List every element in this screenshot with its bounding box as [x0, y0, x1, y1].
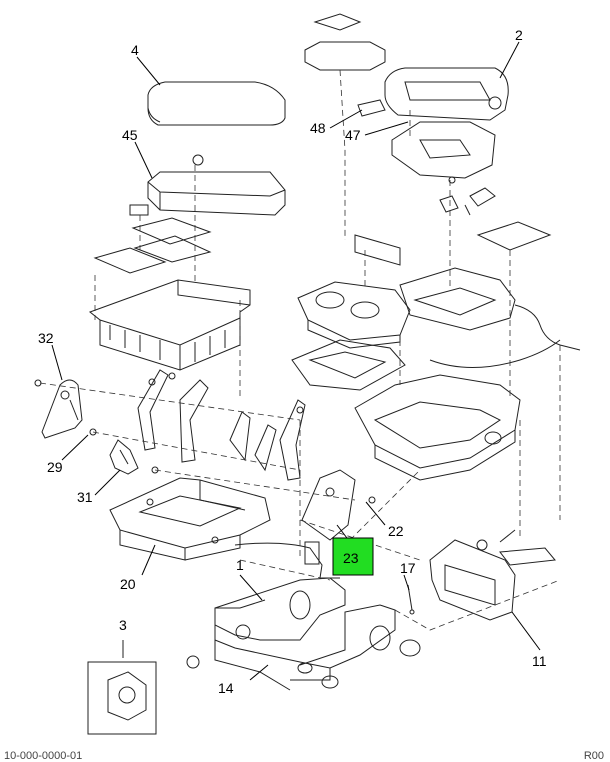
callout-labels: 4 2 45 48 47 32 29 31 22 23 20 1 17 3 14… — [38, 27, 547, 696]
connectors — [354, 187, 552, 266]
console-base-tub — [354, 374, 521, 481]
part-48-switch — [357, 99, 386, 117]
callout-22[interactable]: 22 — [388, 523, 404, 539]
callout-1[interactable]: 1 — [236, 557, 244, 573]
part-1-lower-housing — [214, 577, 346, 641]
storage-bin — [88, 279, 251, 371]
callout-3[interactable]: 3 — [119, 617, 127, 633]
callout-48[interactable]: 48 — [310, 120, 326, 136]
part-45-armrest-base — [129, 154, 286, 216]
callout-47[interactable]: 47 — [345, 127, 361, 143]
part-2-console-top — [304, 13, 509, 121]
part-11-side-panel — [429, 529, 556, 621]
part-4-armrest-pad — [147, 81, 286, 126]
callout-11[interactable]: 11 — [532, 653, 547, 669]
callout-14[interactable]: 14 — [218, 680, 234, 696]
part-32-side-bracket — [34, 379, 97, 439]
highlight-box-23[interactable] — [332, 537, 374, 576]
foam-pads — [93, 217, 212, 274]
callout-31[interactable]: 31 — [77, 489, 93, 505]
callout-32[interactable]: 32 — [38, 330, 54, 346]
callout-20[interactable]: 20 — [120, 576, 136, 592]
leader-lines — [51, 41, 541, 681]
part-14-lower-trim — [186, 604, 421, 691]
part-23-latch — [234, 541, 340, 579]
tray-plate — [291, 339, 406, 391]
hinge-arms — [137, 369, 306, 481]
part-20-base-frame — [109, 466, 271, 561]
callout-23[interactable]: 23 — [343, 550, 359, 566]
mounting-plate — [391, 121, 496, 184]
part-3-nut-detail — [87, 640, 157, 735]
cupholder-tray — [297, 281, 411, 349]
part-31-latch — [109, 439, 139, 475]
upper-frame — [399, 267, 581, 368]
part-22-bracket-plate — [301, 469, 376, 541]
callout-45[interactable]: 45 — [122, 127, 138, 143]
assembly-lines — [39, 69, 561, 631]
callout-29[interactable]: 29 — [47, 459, 63, 475]
callout-2[interactable]: 2 — [515, 27, 523, 43]
footer-right-code: R00 — [583, 750, 604, 762]
callout-4[interactable]: 4 — [131, 42, 139, 58]
footer-left-code: 10-000-0000-01 — [4, 750, 83, 762]
callout-17[interactable]: 17 — [400, 560, 416, 576]
